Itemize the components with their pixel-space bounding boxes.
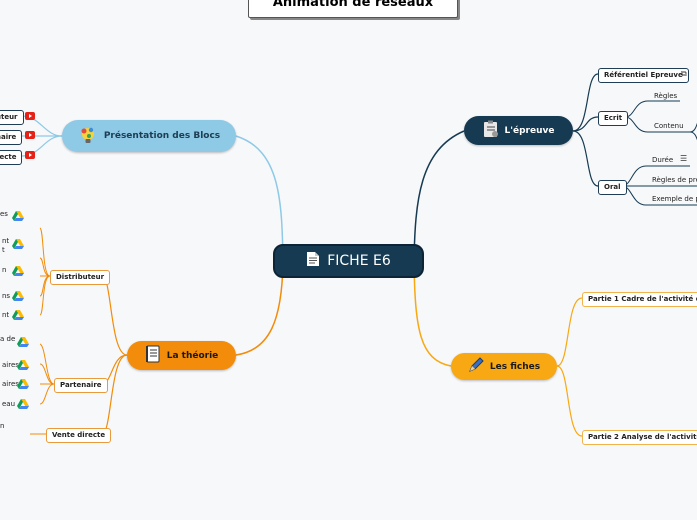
- distributeur-item-2[interactable]: nt t: [2, 237, 10, 254]
- leaf-label: naire: [0, 133, 17, 141]
- distributeur-item-4[interactable]: ns: [2, 292, 11, 300]
- leaf-label: Vente directe: [52, 431, 106, 439]
- oral-duree[interactable]: Durée: [652, 156, 674, 164]
- oral-exemple[interactable]: Exemple de p: [652, 195, 697, 203]
- leaf-label: Partie 1 Cadre de l'activité de ré: [588, 295, 697, 303]
- fiches-partie-1[interactable]: Partie 1 Cadre de l'activité de ré: [582, 292, 697, 307]
- google-drive-icon[interactable]: [12, 310, 24, 320]
- youtube-icon[interactable]: [25, 131, 35, 139]
- distributeur-item-3[interactable]: n: [2, 266, 7, 274]
- clipboard-checklist-icon: [483, 120, 499, 141]
- central-topic-label: FICHE E6: [327, 253, 391, 269]
- map-title[interactable]: Animation de réseaux: [248, 0, 458, 18]
- partenaire-item-1[interactable]: a de: [0, 335, 16, 343]
- branch-presentation-blocs[interactable]: Présentation des Blocs: [62, 120, 236, 152]
- distributeur-item-1[interactable]: es: [0, 210, 8, 218]
- leaf-label: Référentiel Epreuve: [604, 71, 683, 79]
- google-drive-icon[interactable]: [12, 266, 24, 276]
- partenaire-item-2[interactable]: aires: [2, 361, 19, 369]
- google-drive-icon[interactable]: [17, 360, 29, 370]
- ecrit-contenu[interactable]: Contenu: [654, 122, 684, 130]
- google-drive-icon[interactable]: [17, 337, 29, 347]
- notes-icon[interactable]: ☰: [680, 154, 688, 163]
- leaf-label: Partie 2 Analyse de l'activité: [588, 433, 697, 441]
- vente-item-1[interactable]: n: [0, 422, 5, 430]
- google-drive-icon[interactable]: [12, 211, 24, 221]
- theorie-vente-directe[interactable]: Vente directe: [46, 428, 112, 443]
- leaf-label: uteur: [0, 113, 18, 121]
- leaf-label: Partenaire: [60, 381, 102, 389]
- leaf-label: Ecrit: [604, 114, 623, 122]
- epreuve-referentiel[interactable]: Référentiel Epreuve: [598, 68, 689, 83]
- central-topic[interactable]: FICHE E6: [273, 244, 424, 278]
- youtube-icon[interactable]: [25, 112, 35, 120]
- theorie-partenaire[interactable]: Partenaire: [54, 378, 108, 393]
- epreuve-oral[interactable]: Oral: [598, 180, 627, 195]
- youtube-icon[interactable]: [25, 151, 35, 159]
- branch-theorie[interactable]: La théorie: [127, 341, 236, 370]
- fiches-partie-2[interactable]: Partie 2 Analyse de l'activité: [582, 430, 697, 445]
- google-drive-icon[interactable]: [12, 291, 24, 301]
- presentation-leaf-3[interactable]: recte: [0, 150, 23, 165]
- leaf-label: Oral: [604, 183, 621, 191]
- google-drive-icon[interactable]: [17, 379, 29, 389]
- leaf-label: recte: [0, 153, 17, 161]
- branch-epreuve[interactable]: L'épreuve: [464, 116, 573, 145]
- epreuve-ecrit[interactable]: Ecrit: [598, 111, 629, 126]
- presentation-leaf-1[interactable]: uteur: [0, 110, 24, 125]
- google-drive-icon[interactable]: [17, 399, 29, 409]
- partenaire-item-4[interactable]: eau: [2, 400, 16, 408]
- external-link-icon[interactable]: ⧉: [681, 69, 687, 78]
- lightbulb-gears-icon: [78, 125, 98, 148]
- theorie-distributeur[interactable]: Distributeur: [50, 270, 111, 285]
- presentation-leaf-2[interactable]: naire: [0, 130, 23, 145]
- branch-theorie-label: La théorie: [166, 350, 219, 361]
- notebook-icon: [145, 345, 161, 366]
- branch-fiches[interactable]: Les fiches: [451, 353, 557, 380]
- google-drive-icon[interactable]: [12, 239, 24, 249]
- branch-epreuve-label: L'épreuve: [504, 125, 555, 136]
- document-icon: [306, 251, 320, 271]
- partenaire-item-3[interactable]: aires: [2, 380, 19, 388]
- oral-regles[interactable]: Règles de pré: [652, 176, 697, 184]
- branch-fiches-label: Les fiches: [489, 361, 541, 372]
- distributeur-item-5[interactable]: nt: [2, 311, 10, 319]
- pen-icon: [468, 357, 484, 376]
- branch-presentation-label: Présentation des Blocs: [103, 131, 221, 141]
- leaf-label: Distributeur: [56, 273, 105, 281]
- ecrit-regles[interactable]: Règles: [654, 92, 678, 100]
